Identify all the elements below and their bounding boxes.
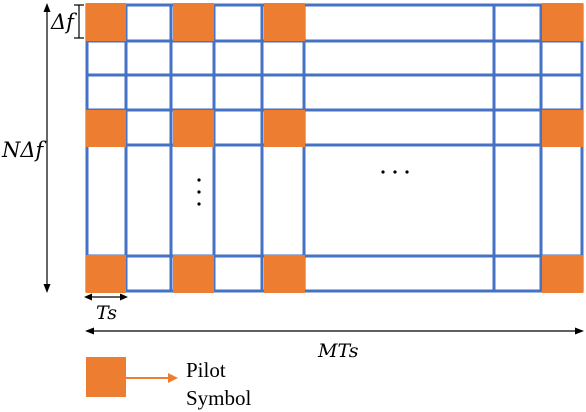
arrow-left-icon <box>84 293 92 301</box>
n-delta-f-label: NΔf <box>2 138 44 162</box>
delta-f-label: Δf <box>51 10 74 34</box>
pilot-symbol <box>86 255 126 293</box>
legend-line-1: Pilot <box>186 358 226 382</box>
pilot-symbol <box>86 110 126 147</box>
pilot-symbol <box>542 110 583 147</box>
resource-grid <box>85 3 584 293</box>
arrow-right-icon <box>168 373 178 383</box>
mts-label: MTs <box>318 340 359 362</box>
ts-label: Ts <box>96 302 118 324</box>
legend-text: Pilot Symbol <box>186 356 251 412</box>
pilot-symbol <box>542 255 583 293</box>
pilot-symbols <box>86 3 583 397</box>
vertical-ellipsis-dot <box>197 178 201 182</box>
pilot-symbol <box>173 3 214 41</box>
ellipsis-marks <box>197 170 409 206</box>
vertical-ellipsis-dot <box>197 202 201 206</box>
horizontal-ellipsis-dot <box>405 170 409 174</box>
arrow-left-icon <box>85 327 94 335</box>
legend-arrow <box>126 373 178 383</box>
pilot-symbol <box>173 110 214 147</box>
dimension-arrows <box>46 4 582 332</box>
arrow-up-icon <box>43 3 51 12</box>
legend-line-2: Symbol <box>186 386 252 410</box>
pilot-symbol <box>173 255 214 293</box>
arrow-right-icon <box>120 293 128 301</box>
arrow-heads <box>43 3 584 335</box>
legend-pilot-swatch <box>86 357 126 397</box>
arrow-right-icon <box>575 327 584 335</box>
horizontal-ellipsis-dot <box>381 170 385 174</box>
horizontal-ellipsis-dot <box>393 170 397 174</box>
grid-border <box>85 3 584 293</box>
pilot-symbol <box>264 110 305 147</box>
pilot-symbol <box>264 3 305 41</box>
pilot-symbol <box>542 3 583 41</box>
vertical-ellipsis-dot <box>197 190 201 194</box>
pilot-symbol <box>264 255 305 293</box>
arrow-down-icon <box>43 284 51 293</box>
pilot-symbol <box>86 3 126 41</box>
